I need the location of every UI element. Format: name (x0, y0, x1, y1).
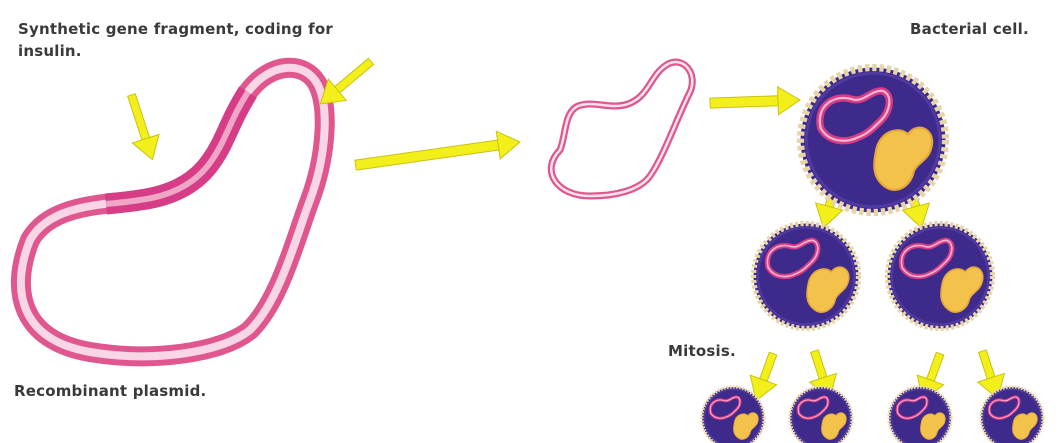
small-plasmid-icon (551, 62, 692, 196)
bacterial-cell-daughter-right (888, 224, 993, 329)
bacterial-cell-parent (801, 68, 946, 213)
label-recombinant-plasmid: Recombinant plasmid. (14, 382, 206, 400)
bacterial-cell-daughter-left (754, 224, 859, 329)
arrow-to-cell (710, 86, 801, 117)
arrow-gene-left (118, 91, 166, 164)
recombinant-plasmid-icon (21, 68, 325, 356)
label-bacterial-cell: Bacterial cell. (910, 20, 1029, 38)
bacterial-cell-gen2-3 (889, 387, 951, 443)
label-gene-fragment: Synthetic gene fragment, coding for insu… (18, 18, 378, 62)
label-mitosis: Mitosis. (668, 342, 736, 360)
arrow-to-small-plasmid (354, 128, 522, 179)
bacterial-cell-gen2-2 (790, 387, 852, 443)
bacterial-cell-gen2-4 (981, 387, 1043, 443)
